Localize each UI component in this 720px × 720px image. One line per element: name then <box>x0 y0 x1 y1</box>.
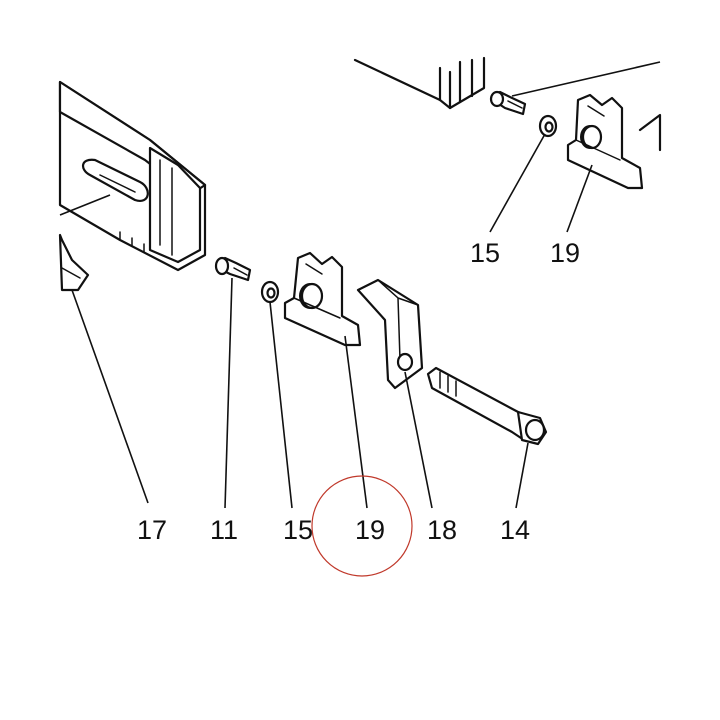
callout-17: 17 <box>137 515 167 545</box>
callout-labels: 17 11 15 19 18 14 15 19 <box>137 238 580 545</box>
leader-top-right <box>511 61 661 97</box>
leader-11 <box>224 277 233 509</box>
callout-14: 14 <box>500 515 530 545</box>
leader-lines <box>59 61 661 509</box>
callout-11: 11 <box>210 515 238 545</box>
clamp-block-part-19 <box>283 251 362 347</box>
highlight-circle <box>311 475 413 577</box>
upper-bolt-part-15-area <box>489 90 527 116</box>
leader-14 <box>515 442 529 509</box>
leader-15 <box>269 301 293 509</box>
frame-rail-part-17 <box>58 80 207 292</box>
callout-19: 19 <box>355 515 385 545</box>
washer-part-15 <box>260 280 280 304</box>
leader-18 <box>404 371 433 509</box>
bolt-part-11 <box>214 256 252 282</box>
long-bolt-part-14 <box>426 366 548 446</box>
leader-19 <box>344 335 368 509</box>
leader-17-upper <box>59 194 111 216</box>
callout-18: 18 <box>427 515 457 545</box>
callout-19-upper: 19 <box>550 238 580 268</box>
leader-17 <box>71 289 149 504</box>
upper-right-frame-edge <box>638 113 662 152</box>
callout-15: 15 <box>283 515 313 545</box>
leader-15-upper <box>489 133 546 233</box>
upper-clamp-block-part-19 <box>566 93 644 190</box>
upper-bracket-frame <box>353 56 486 110</box>
callout-15-upper: 15 <box>470 238 500 268</box>
upper-washer <box>538 114 558 138</box>
leader-19-upper <box>566 164 593 233</box>
plate-part-18 <box>356 278 424 390</box>
